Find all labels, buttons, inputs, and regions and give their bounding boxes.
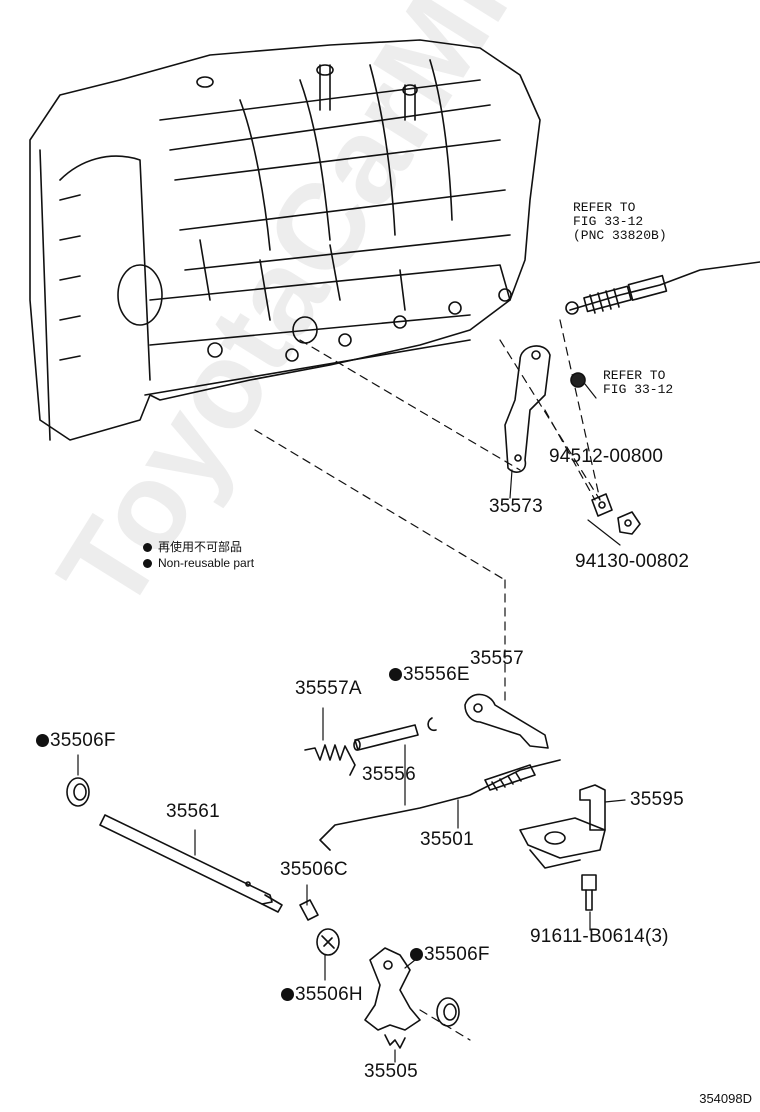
bracket-35595-icon (519, 784, 606, 869)
part-label-35595[interactable]: 35595 (630, 789, 684, 810)
washer-94512-icon (591, 493, 613, 517)
part-label-35561[interactable]: 35561 (166, 801, 220, 822)
part-label-94130[interactable]: 94130-00802 (575, 551, 690, 572)
part-label-35557[interactable]: 35557 (470, 648, 524, 669)
non-reusable-dot-icon (143, 543, 152, 552)
part-label-35506f-top[interactable]: 35506F (36, 731, 116, 750)
spring-35557a-icon (304, 744, 356, 776)
detent-plate-35505-icon (364, 947, 421, 1049)
pin-35556-icon (353, 724, 419, 751)
label-leaders (77, 383, 626, 1063)
clip-35556e-icon (427, 717, 437, 732)
bolt-reference-note: REFER TO FIG 33-12 (603, 368, 674, 397)
bolt-91611-icon (581, 874, 597, 911)
oil-seal-35506f-top-icon (66, 777, 90, 807)
part-label-35556e[interactable]: 35556E (389, 665, 470, 684)
shaft-35561-icon (99, 814, 283, 913)
ref-bolt-icon (570, 372, 586, 388)
part-label-35506c[interactable]: 35506C (280, 859, 348, 880)
non-reusable-dot-icon (410, 948, 423, 961)
part-label-91611[interactable]: 91611-B0614(3) (530, 926, 669, 947)
part-label-35505[interactable]: 35505 (364, 1061, 418, 1082)
part-label-94512[interactable]: 94512-00800 (549, 446, 664, 467)
transmission-assembly-illustration (29, 39, 541, 441)
part-label-35506f-bottom[interactable]: 35506F (410, 945, 490, 964)
part-label-35573[interactable]: 35573 (489, 496, 543, 517)
part-label-35556[interactable]: 35556 (362, 764, 416, 785)
lever-35557-icon (464, 693, 549, 749)
part-label-35557a[interactable]: 35557A (295, 678, 362, 699)
non-reusable-dot-icon (389, 668, 402, 681)
shift-cable-upper (565, 261, 760, 315)
figure-code: 354098D (699, 1091, 752, 1106)
pin-35506c-icon (299, 899, 319, 921)
non-reusable-dot-icon (143, 559, 152, 568)
leader-lines (254, 319, 601, 1041)
rod-35501-icon (319, 759, 561, 851)
legend-english: Non-reusable part (143, 556, 254, 570)
non-reusable-dot-icon (36, 734, 49, 747)
part-35573-bracket (504, 345, 551, 473)
cable-reference-note: REFER TO FIG 33-12 (PNC 33820B) (573, 200, 667, 243)
legend-japanese: 再使用不可部品 (143, 538, 242, 555)
part-label-35501[interactable]: 35501 (420, 829, 474, 850)
part-label-35506h[interactable]: 35506H (281, 985, 363, 1004)
nut-94130-icon (617, 511, 641, 535)
non-reusable-dot-icon (281, 988, 294, 1001)
seal-35506h-icon (316, 928, 340, 956)
oil-seal-35506f-bottom-icon (436, 997, 460, 1027)
